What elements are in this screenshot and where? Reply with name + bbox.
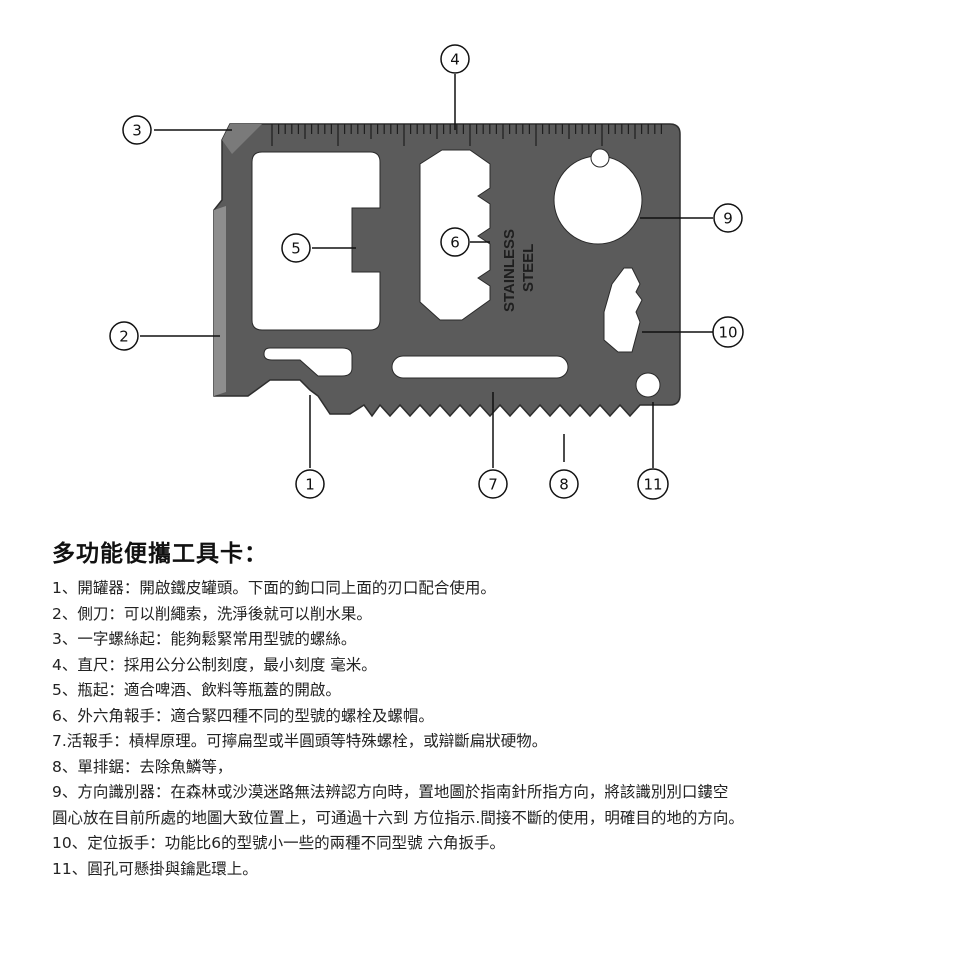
callout-4: 4: [440, 44, 470, 74]
key-ring-hole: [635, 372, 661, 398]
svg-text:7: 7: [488, 476, 498, 494]
description-title: 多功能便攜工具卡：: [52, 541, 268, 567]
callout-10: 10: [712, 316, 744, 348]
can-opener-cutout: [263, 347, 353, 377]
feature-item: 9、方向識別器：在森林或沙漠迷路無法辨認方向時，置地圖於指南針所指方向，將該識別…: [52, 783, 729, 801]
engraving-line1: STAINLESS: [501, 229, 518, 312]
svg-text:1: 1: [305, 476, 315, 494]
callout-6: 6: [440, 227, 470, 257]
svg-text:6: 6: [450, 234, 460, 252]
callout-8: 8: [549, 469, 579, 499]
feature-item: 1、開罐器：開啟鐵皮罐頭。下面的鉤口同上面的刃口配合使用。: [52, 579, 496, 597]
side-knife-edge: [214, 206, 226, 396]
positioning-wrench-cutout: [603, 267, 643, 353]
direction-finder-notch: [590, 148, 610, 168]
callout-3: 3: [122, 115, 152, 145]
feature-item: 11、圓孔可懸掛與鑰匙環上。: [52, 859, 258, 878]
feature-item: 圓心放在目前所處的地圖大致位置上，可通過十六到 方位指示.間接不斷的使用，明確目…: [52, 808, 744, 827]
feature-item: 4、直尺：採用公分公制刻度，最小刻度 毫米。: [52, 655, 377, 674]
feature-item: 2、側刀：可以削繩索，洗淨後就可以削水果。: [52, 604, 372, 623]
bottle-opener-cutout: [251, 151, 381, 331]
svg-text:11: 11: [643, 476, 662, 494]
feature-item: 8、單排鋸：去除魚鱗等，: [52, 757, 233, 776]
svg-text:10: 10: [718, 324, 737, 342]
svg-text:8: 8: [559, 476, 569, 494]
svg-text:2: 2: [119, 328, 129, 346]
callout-7: 7: [478, 469, 508, 499]
feature-item: 3、一字螺絲起：能夠鬆緊常用型號的螺絲。: [52, 630, 357, 648]
callout-11: 11: [637, 468, 669, 500]
tool-card-diagram: STAINLESS STEEL 3 2 4 5 6 9 10 1 7 8 11: [109, 44, 744, 500]
callout-2: 2: [109, 321, 139, 351]
engraving-line2: STEEL: [520, 244, 537, 292]
leader-lines: [140, 74, 713, 468]
direction-finder-hole: [553, 155, 643, 245]
svg-text:4: 4: [450, 51, 460, 69]
feature-list: 1、開罐器：開啟鐵皮罐頭。下面的鉤口同上面的刃口配合使用。 2、側刀：可以削繩索…: [52, 576, 932, 882]
feature-item: 7.活報手：槓桿原理。可擰扁型或半圓頭等特殊螺栓，或辯斷扁狀硬物。: [52, 732, 548, 750]
feature-item: 10、定位扳手：功能比6的型號小一些的兩種不同型號 六角扳手。: [52, 834, 506, 852]
screwdriver-bevel: [222, 124, 262, 154]
callout-9: 9: [713, 203, 743, 233]
svg-text:5: 5: [291, 240, 301, 258]
description-section: 多功能便攜工具卡： 1、開罐器：開啟鐵皮罐頭。下面的鉤口同上面的刃口配合使用。 …: [52, 538, 932, 882]
svg-text:9: 9: [723, 210, 733, 228]
svg-text:3: 3: [132, 122, 142, 140]
callout-1: 1: [295, 469, 325, 499]
callout-markers: 3 2 4 5 6 9 10 1 7 8 11: [109, 44, 744, 500]
feature-item: 5、瓶起：適合啤酒、飲料等瓶蓋的開啟。: [52, 681, 341, 699]
ruler-ticks: [271, 124, 663, 146]
callout-5: 5: [281, 233, 311, 263]
adjustable-wrench-slot: [391, 355, 569, 379]
feature-item: 6、外六角報手：適合緊四種不同的型號的螺栓及螺帽。: [52, 706, 434, 725]
